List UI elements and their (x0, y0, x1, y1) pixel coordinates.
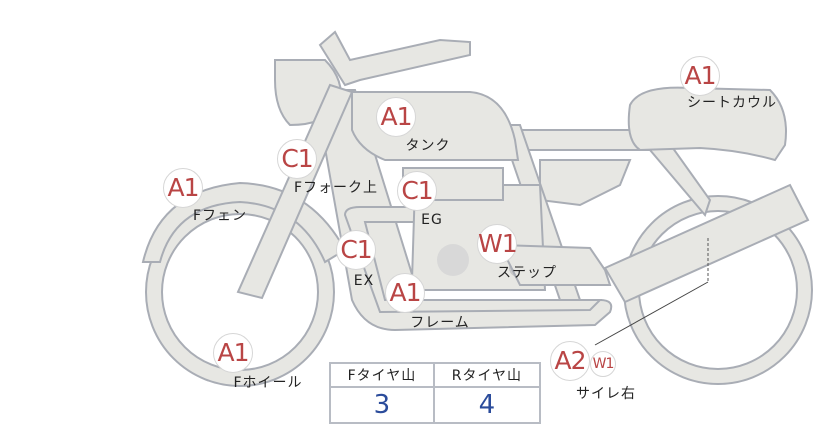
damage-code-front-fork-upper[interactable]: C1 (277, 139, 317, 179)
damage-code-engine[interactable]: C1 (397, 171, 437, 211)
part-label-tank: タンク (405, 138, 451, 154)
muffler (603, 183, 810, 304)
part-label-exhaust: EX (353, 273, 375, 289)
frame (318, 89, 613, 332)
tire-tread-table: Fタイヤ山 Rタイヤ山 3 4 (329, 362, 542, 424)
damage-code-step[interactable]: W1 (477, 224, 518, 264)
part-label-seat-cowl: シートカウル (687, 95, 777, 111)
damage-code-seat-cowl[interactable]: A1 (680, 56, 720, 96)
damage-code-front-wheel[interactable]: A1 (213, 333, 253, 373)
front-tire-header: Fタイヤ山 (329, 362, 435, 388)
part-label-front-wheel: Fホイール (233, 375, 303, 391)
part-label-step: ステップ (497, 265, 557, 281)
part-label-muffler-right: サイレ右 (576, 386, 636, 402)
front-fork (236, 83, 354, 300)
part-label-frame: フレーム (410, 315, 470, 331)
damage-code-muffler-right-secondary[interactable]: W1 (590, 351, 616, 377)
damage-code-tank[interactable]: A1 (376, 97, 416, 137)
part-label-engine: EG (421, 212, 443, 228)
damage-code-muffler-right[interactable]: A2 (550, 341, 590, 381)
seat-cowl (627, 86, 787, 162)
front-tire-value: 3 (329, 386, 435, 424)
damage-code-frame[interactable]: A1 (385, 273, 425, 313)
rear-tire-value: 4 (432, 386, 542, 424)
damage-code-front-fender[interactable]: A1 (163, 168, 203, 208)
rear-tire-header: Rタイヤ山 (432, 362, 542, 388)
part-label-front-fork-upper: Fフォーク上 (293, 180, 379, 196)
damage-code-exhaust[interactable]: C1 (336, 230, 376, 270)
part-label-front-fender: Fフェン (192, 208, 248, 224)
